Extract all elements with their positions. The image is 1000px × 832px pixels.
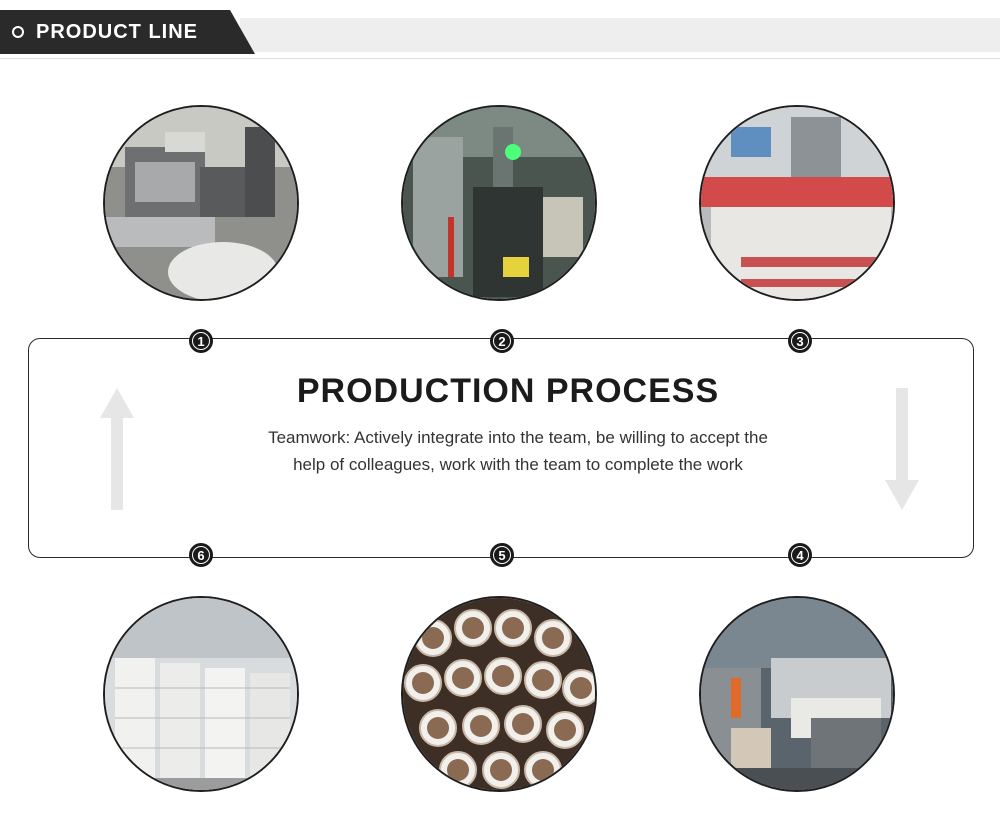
step-number: 3: [791, 332, 809, 350]
step-number: 6: [192, 546, 210, 564]
photo-step-4-factory-floor: [699, 596, 895, 792]
section-header: PRODUCT LINE: [0, 10, 1000, 59]
process-title: PRODUCTION PROCESS: [296, 372, 720, 410]
photo-step-6-warehouse: [103, 596, 299, 792]
step-badge-3: 3: [788, 329, 812, 353]
step-badge-6: 6: [189, 543, 213, 567]
step-badge-4: 4: [788, 543, 812, 567]
process-description: Teamwork: Actively integrate into the te…: [268, 428, 768, 474]
arrow-up-icon: [100, 388, 134, 510]
header-divider: [0, 58, 1000, 59]
section-title: PRODUCT LINE: [36, 20, 198, 43]
header-tab: PRODUCT LINE: [0, 10, 255, 54]
photo-step-2-cup-machine: [401, 105, 597, 301]
photo-step-1-machinery: [103, 105, 299, 301]
photo-step-3-printing-machine: [699, 105, 895, 301]
step-number: 5: [493, 546, 511, 564]
step-number: 2: [493, 332, 511, 350]
photo-step-5-paper-cups: [401, 596, 597, 792]
step-badge-1: 1: [189, 329, 213, 353]
header-underlay: [240, 18, 1000, 52]
step-badge-5: 5: [490, 543, 514, 567]
step-badge-2: 2: [490, 329, 514, 353]
arrow-down-icon: [885, 388, 919, 510]
circle-bullet-icon: [12, 26, 24, 38]
step-number: 1: [192, 332, 210, 350]
step-number: 4: [791, 546, 809, 564]
